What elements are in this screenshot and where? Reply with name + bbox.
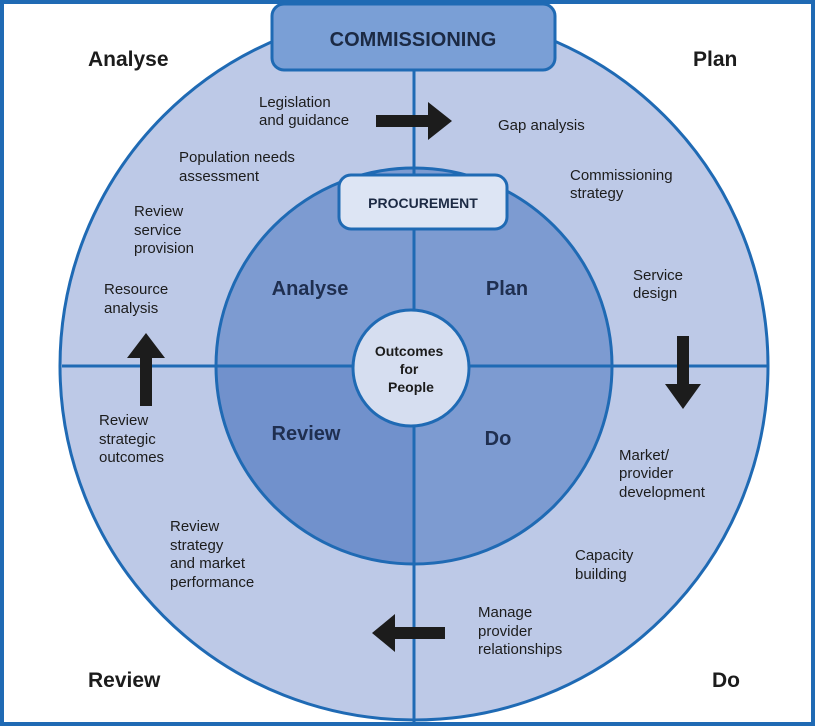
step-line: assessment xyxy=(179,168,260,185)
step-review-strategic-outcomes: Review strategic outcomes xyxy=(99,412,164,466)
arrow-right-icon xyxy=(376,102,452,140)
step-line: strategy xyxy=(170,537,224,554)
inner-quadrant-do xyxy=(414,366,612,564)
procurement-box xyxy=(337,173,509,231)
step-line: Service xyxy=(633,267,683,284)
step-line: and guidance xyxy=(259,112,349,129)
step-review-service-provision: Review service provision xyxy=(134,203,194,257)
step-commissioning-strategy: Commissioning strategy xyxy=(570,167,677,202)
arrow-down-icon xyxy=(665,336,701,409)
center-label-line: Outcomes xyxy=(375,343,444,359)
step-line: Resource xyxy=(104,281,168,298)
step-line: provider xyxy=(619,465,673,482)
phase-label-review: Review xyxy=(272,423,341,445)
center-label-line: for xyxy=(400,361,419,377)
step-population-needs-assessment: Population needs assessment xyxy=(179,149,299,185)
step-line: service xyxy=(134,222,182,239)
step-resource-analysis: Resource analysis xyxy=(104,281,172,317)
corner-label-analyse: Analyse xyxy=(88,48,169,71)
arrow-up-icon xyxy=(127,333,165,406)
step-gap-analysis: Gap analysis xyxy=(498,117,585,134)
arrow-left-icon xyxy=(372,614,445,652)
step-legislation-and-guidance: Legislation and guidance xyxy=(259,94,349,129)
step-line: Legislation xyxy=(259,94,331,111)
corner-label-review: Review xyxy=(88,669,161,692)
procurement-label: PROCUREMENT xyxy=(368,195,478,211)
inner-quadrant-review xyxy=(216,366,414,564)
step-line: performance xyxy=(170,574,254,591)
step-service-design: Service design xyxy=(633,267,687,302)
step-line: and market xyxy=(170,555,246,572)
phase-label-analyse: Analyse xyxy=(272,278,349,300)
phase-label-do: Do xyxy=(485,428,512,450)
step-review-strategy-and-market-performance: Review strategy and market performance xyxy=(170,518,254,591)
center-label: Outcomes for People xyxy=(375,343,447,395)
step-manage-provider-relationships: Manage provider relationships xyxy=(478,604,562,658)
step-line: Population needs xyxy=(179,149,295,166)
step-line: analysis xyxy=(104,300,158,317)
corner-label-plan: Plan xyxy=(693,48,737,71)
corner-label-do: Do xyxy=(712,669,740,692)
center-label-line: People xyxy=(388,379,434,395)
step-line: development xyxy=(619,484,706,501)
step-line: Review xyxy=(134,203,183,220)
commissioning-banner xyxy=(270,2,557,72)
step-line: provision xyxy=(134,240,194,257)
step-line: provider xyxy=(478,623,532,640)
step-line: Review xyxy=(99,412,148,429)
phase-label-plan: Plan xyxy=(486,278,528,300)
outcomes-circle xyxy=(351,308,471,428)
step-line: strategy xyxy=(570,185,624,202)
step-line: Review xyxy=(170,518,219,535)
step-line: Market/ xyxy=(619,447,670,464)
step-line: Commissioning xyxy=(570,167,673,184)
step-line: Gap analysis xyxy=(498,117,585,134)
step-line: Manage xyxy=(478,604,532,621)
step-line: Capacity xyxy=(575,547,634,564)
step-capacity-building: Capacity building xyxy=(575,547,638,583)
step-line: outcomes xyxy=(99,449,164,466)
step-market-provider-development: Market/ provider development xyxy=(619,447,706,501)
banner-title: COMMISSIONING xyxy=(330,29,497,51)
step-line: relationships xyxy=(478,641,562,658)
step-line: strategic xyxy=(99,431,156,448)
step-line: building xyxy=(575,566,627,583)
step-line: design xyxy=(633,285,677,302)
